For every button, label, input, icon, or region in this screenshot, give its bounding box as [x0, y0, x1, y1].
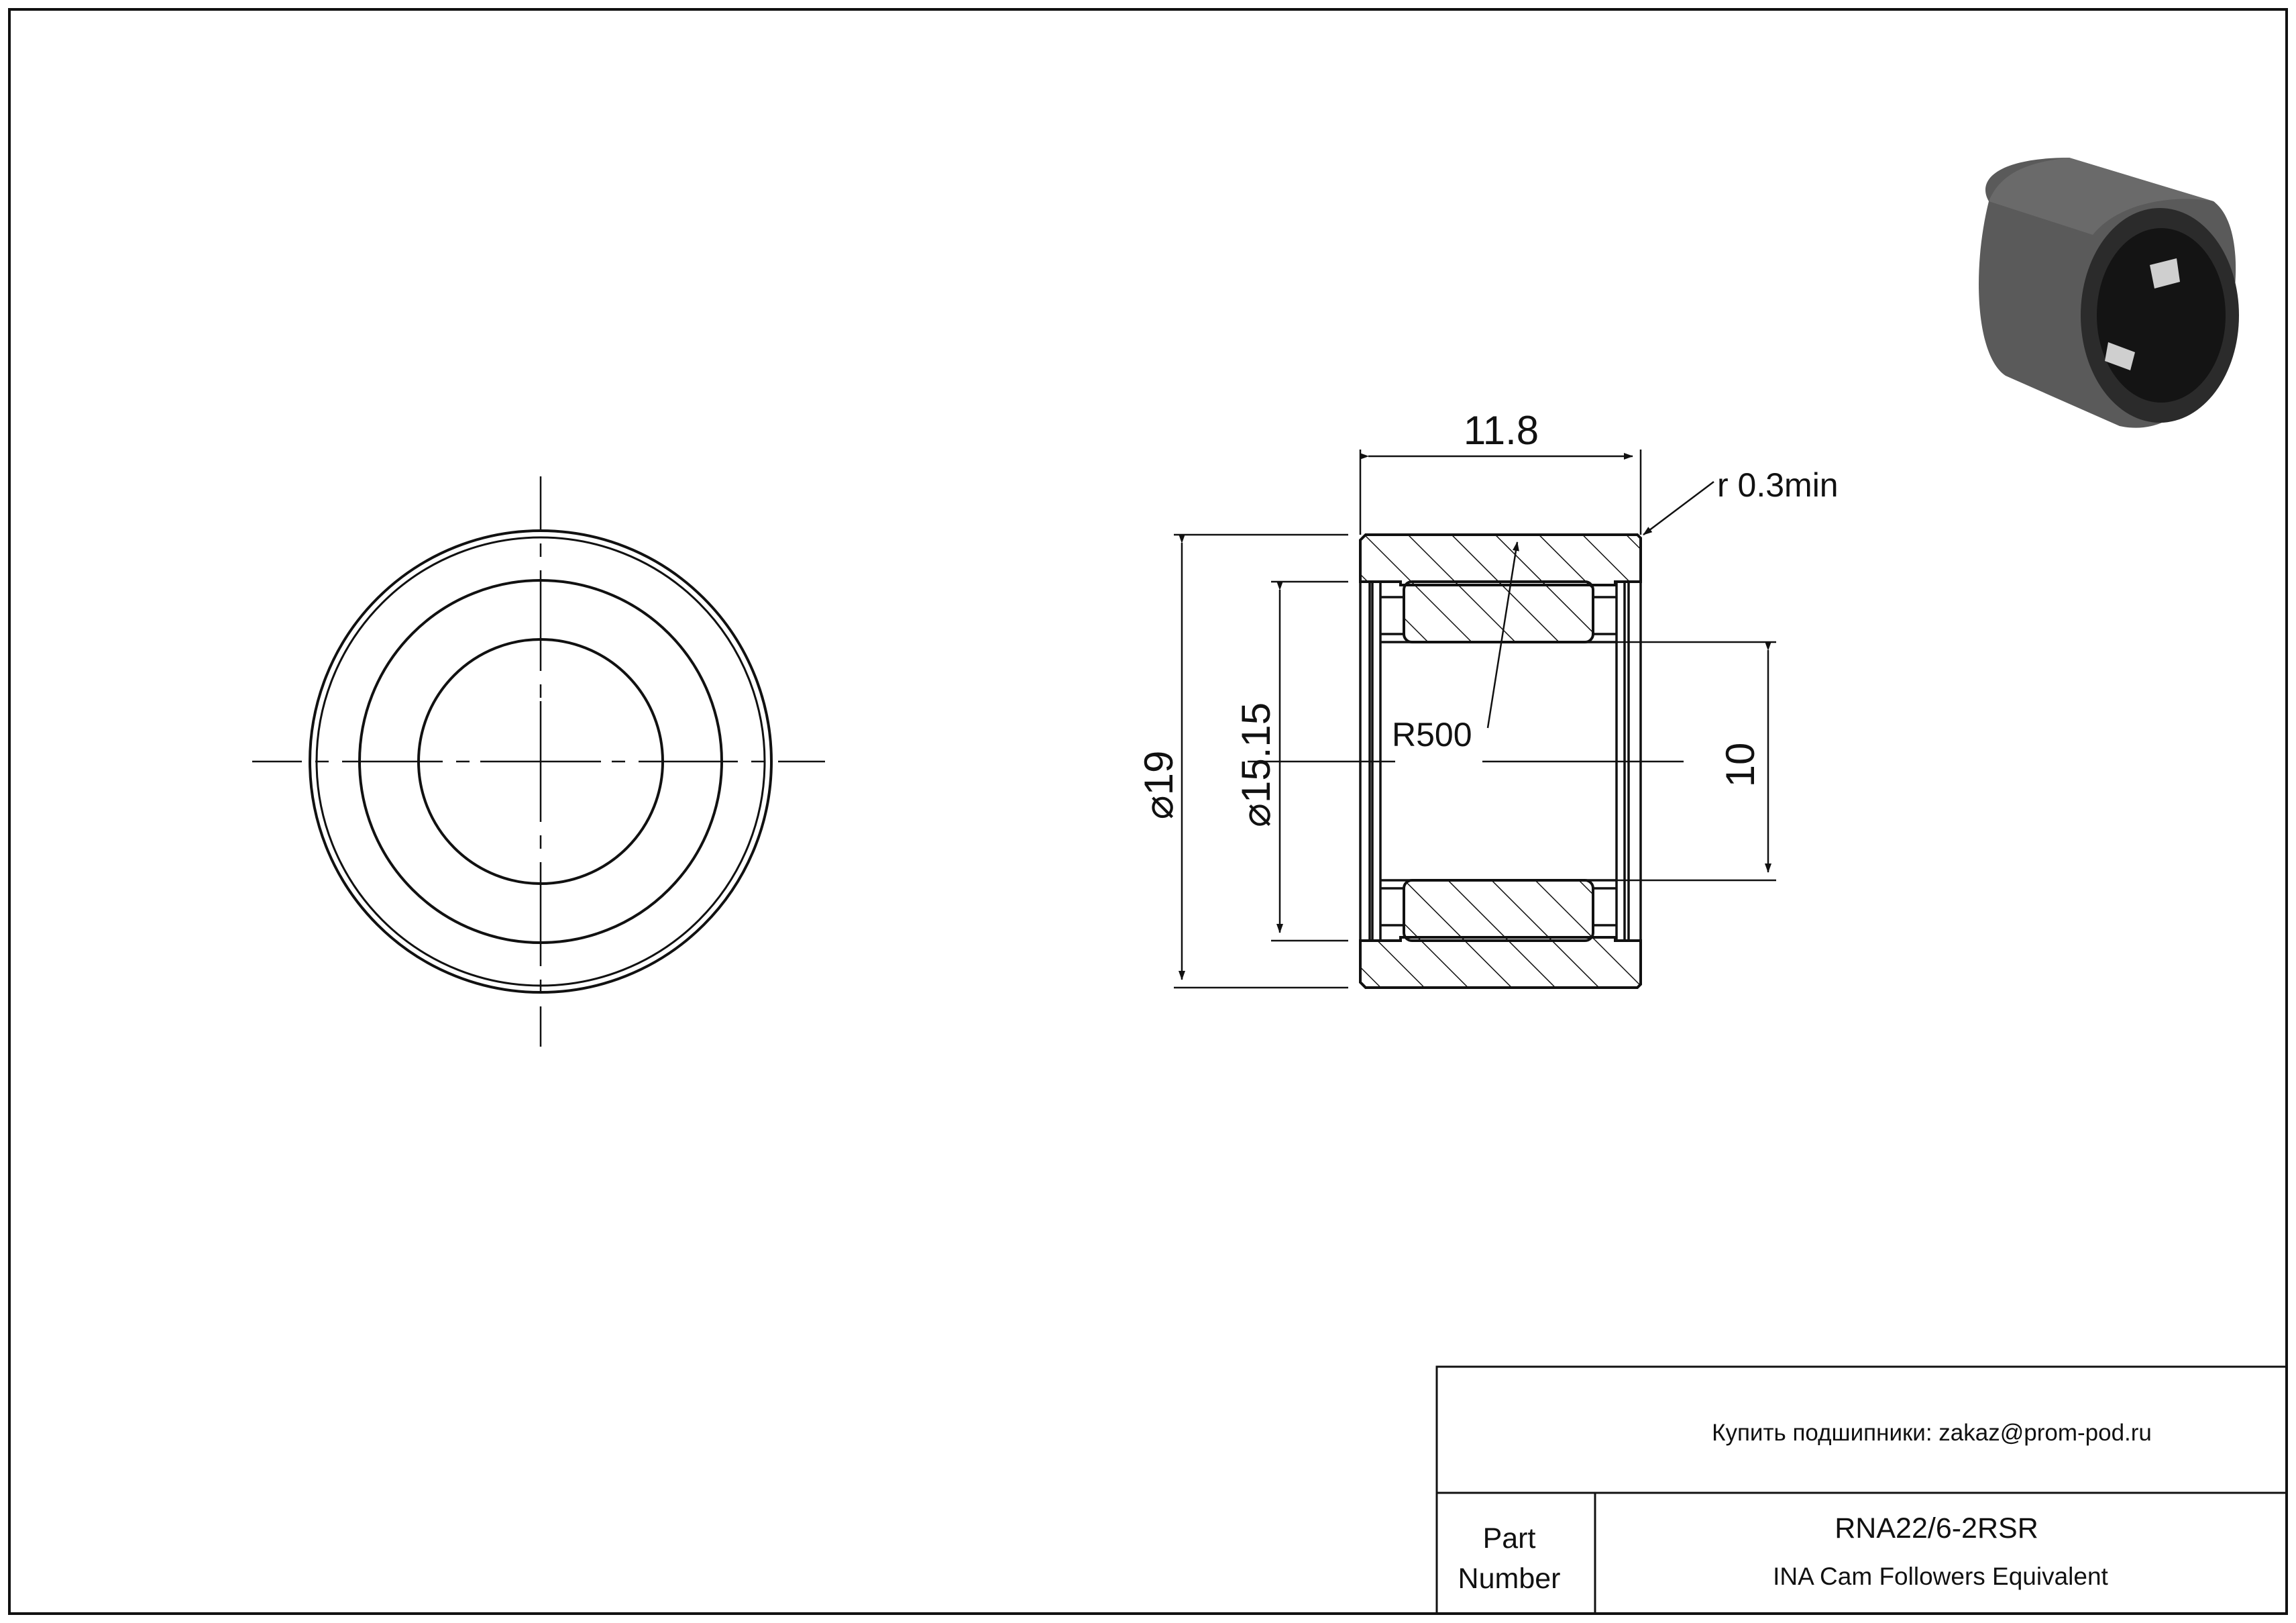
roller-bottom [1403, 879, 1594, 942]
part-label-line1: Part [1483, 1522, 1536, 1555]
fillet-text: r 0.3min [1717, 466, 1839, 504]
bore-dim-label: 10 [1718, 743, 1763, 788]
bore-dim-text: 10 [1718, 743, 1763, 788]
svg-text:⌀19: ⌀19 [1136, 751, 1181, 820]
part-label-line2: Number [1458, 1563, 1561, 1595]
radius-leader [1486, 541, 1519, 729]
svg-text:⌀15.15: ⌀15.15 [1234, 702, 1278, 827]
dimensions [1174, 450, 1776, 989]
diameter-symbol: ⌀ [1234, 803, 1278, 827]
front-centerlines [252, 476, 825, 1047]
contact-text: Купить подшипники: zakaz@prom-pod.ru [1712, 1420, 2152, 1446]
fillet-leader [1643, 481, 1714, 535]
roller-dim-text: 15.15 [1234, 702, 1278, 803]
part-number: RNA22/6-2RSR [1835, 1512, 2038, 1545]
diameter-symbol: ⌀ [1136, 795, 1181, 819]
bearing-3d-icon [1979, 158, 2239, 428]
front-view [252, 476, 825, 1047]
title-block [1435, 1365, 2288, 1615]
section-view [1248, 533, 1684, 989]
outer-ring-bottom [1359, 936, 1642, 989]
sheet-border [8, 8, 2288, 1615]
radius-text: R500 [1392, 716, 1472, 753]
roller-dim-label: ⌀15.15 [1234, 702, 1278, 827]
roller-top [1403, 580, 1594, 643]
width-dim-text: 11.8 [1464, 408, 1539, 453]
od-dim-label: ⌀19 [1136, 751, 1181, 820]
od-dim-text: 19 [1136, 751, 1181, 796]
part-description: INA Cam Followers Equivalent [1773, 1563, 2108, 1590]
outer-ring-top [1359, 533, 1642, 586]
